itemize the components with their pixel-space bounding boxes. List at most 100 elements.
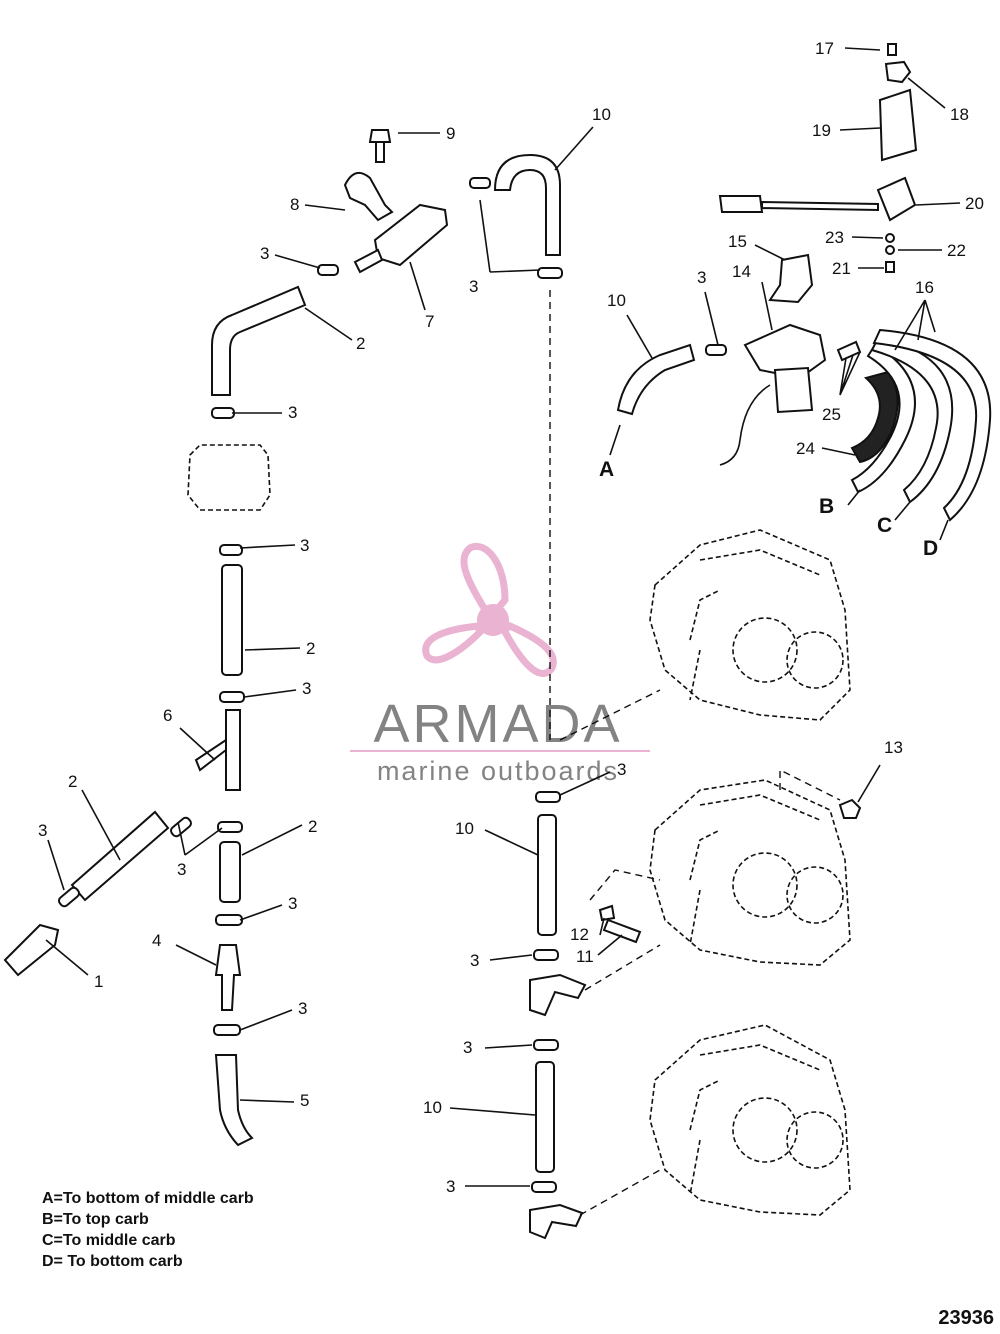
sensor-18 xyxy=(884,60,912,84)
bracket-19 xyxy=(878,88,918,162)
callout-3-top-left: 3 xyxy=(260,244,269,263)
hose-2-top xyxy=(211,285,307,396)
nut-bracket-dash xyxy=(779,768,841,801)
callout-7: 7 xyxy=(425,312,434,331)
callout-1: 1 xyxy=(94,972,103,991)
callout-3-top-center: 3 xyxy=(469,277,478,296)
callout-17: 17 xyxy=(815,39,834,58)
pump-solenoid xyxy=(773,366,814,414)
hose-10-a xyxy=(616,343,696,416)
harness-20 xyxy=(718,195,879,213)
clamp-6 xyxy=(213,1024,241,1036)
tee-fitting-6 xyxy=(194,709,241,791)
hose-2-mid xyxy=(221,564,243,676)
callout-9: 9 xyxy=(446,124,455,143)
leader-lines xyxy=(45,47,961,1187)
hose-5 xyxy=(214,1054,254,1147)
connector-dash-3 xyxy=(579,1169,661,1216)
clamp-16 xyxy=(705,344,727,356)
hose-2-diagonal xyxy=(70,810,170,902)
clamp-4 xyxy=(217,821,243,833)
bracket-15 xyxy=(768,253,814,304)
fuel-connector-1 xyxy=(3,923,60,977)
callouts: 17 18 19 20 23 22 21 15 14 16 25 24 10 3… xyxy=(38,39,984,1196)
connector-dash-2 xyxy=(584,944,661,991)
center-hose-assembly xyxy=(529,689,862,1240)
top-carburetor xyxy=(649,529,851,721)
callout-3-far-left: 3 xyxy=(38,821,47,840)
watermark-rule xyxy=(350,750,650,752)
filter-assembly xyxy=(317,129,563,279)
hose-10-top xyxy=(493,153,561,256)
callout-21: 21 xyxy=(832,259,851,278)
callout-5: 5 xyxy=(300,1091,309,1110)
callout-2-mid: 2 xyxy=(306,639,315,658)
filter-7-outlet xyxy=(353,248,384,274)
clamp-7 xyxy=(57,886,81,908)
callout-4: 4 xyxy=(152,931,161,950)
callout-3-left-1: 3 xyxy=(288,403,297,422)
callout-2-diag: 2 xyxy=(68,772,77,791)
clamp-12 xyxy=(535,791,561,803)
legend-item-B: B=To top carb xyxy=(42,1211,149,1228)
callout-15: 15 xyxy=(728,232,747,251)
hose-10-lower xyxy=(535,1061,555,1173)
callout-8: 8 xyxy=(290,195,299,214)
washer-22 xyxy=(885,245,895,255)
fitting-4 xyxy=(214,944,242,1011)
clamp-3 xyxy=(219,691,245,703)
callout-3-left-2: 3 xyxy=(300,536,309,555)
screw-21 xyxy=(885,261,895,273)
bolt-bracket-dash xyxy=(589,869,661,901)
callout-3-center-4: 3 xyxy=(446,1177,455,1196)
item-17 xyxy=(887,43,897,56)
watermark-title: ARMADA xyxy=(373,694,622,754)
letter-D: D xyxy=(923,537,938,560)
bolt-11 xyxy=(602,918,642,944)
callout-19: 19 xyxy=(812,121,831,140)
pump-body-14 xyxy=(743,323,827,380)
legend-item-D: D= To bottom carb xyxy=(42,1253,183,1270)
callout-3-center-3: 3 xyxy=(463,1038,472,1057)
callout-14: 14 xyxy=(732,262,751,281)
clamp-13 xyxy=(533,949,559,961)
clamp-9 xyxy=(317,264,339,276)
callout-11: 11 xyxy=(576,947,594,966)
hose-2-lower xyxy=(219,841,241,903)
callout-22: 22 xyxy=(947,241,966,260)
hose-24 xyxy=(850,370,899,464)
callout-3-left-5: 3 xyxy=(288,894,297,913)
clamp-11 xyxy=(537,267,563,279)
watermark-subtitle: marine outboards xyxy=(377,756,619,786)
sensor-20 xyxy=(876,176,917,222)
callout-18: 18 xyxy=(950,105,969,124)
left-hose-assembly xyxy=(3,285,307,1147)
callout-2-lower: 2 xyxy=(308,817,317,836)
callout-20: 20 xyxy=(965,194,984,213)
screw-9 xyxy=(368,129,392,163)
callout-10-center-1: 10 xyxy=(455,819,474,838)
callout-24: 24 xyxy=(796,439,815,458)
hose-10-mid xyxy=(537,814,557,936)
letter-C: C xyxy=(877,514,892,537)
watermark-logo: ARMADA marine outboards xyxy=(350,542,650,786)
connector-dash-1 xyxy=(559,689,661,741)
fuel-filter-gasket xyxy=(187,444,271,511)
callout-10-center-2: 10 xyxy=(423,1098,442,1117)
clamp-top xyxy=(211,407,235,419)
clamp-15 xyxy=(531,1181,557,1193)
clamp-10 xyxy=(469,177,491,189)
callout-3-left-6: 3 xyxy=(298,999,307,1018)
bottom-carburetor xyxy=(649,1024,851,1216)
callout-2-top: 2 xyxy=(356,334,365,353)
callout-25: 25 xyxy=(822,405,841,424)
nut-13 xyxy=(838,798,862,819)
bracket-8 xyxy=(343,171,394,222)
callout-3-center-1: 3 xyxy=(617,760,626,779)
elbow-fitting-lower xyxy=(529,1203,584,1240)
hose-16-D xyxy=(872,328,992,522)
callout-3-left-4: 3 xyxy=(177,860,186,879)
letter-A: A xyxy=(599,458,614,481)
callout-13: 13 xyxy=(884,738,903,757)
legend-item-C: C=To middle carb xyxy=(42,1232,176,1249)
